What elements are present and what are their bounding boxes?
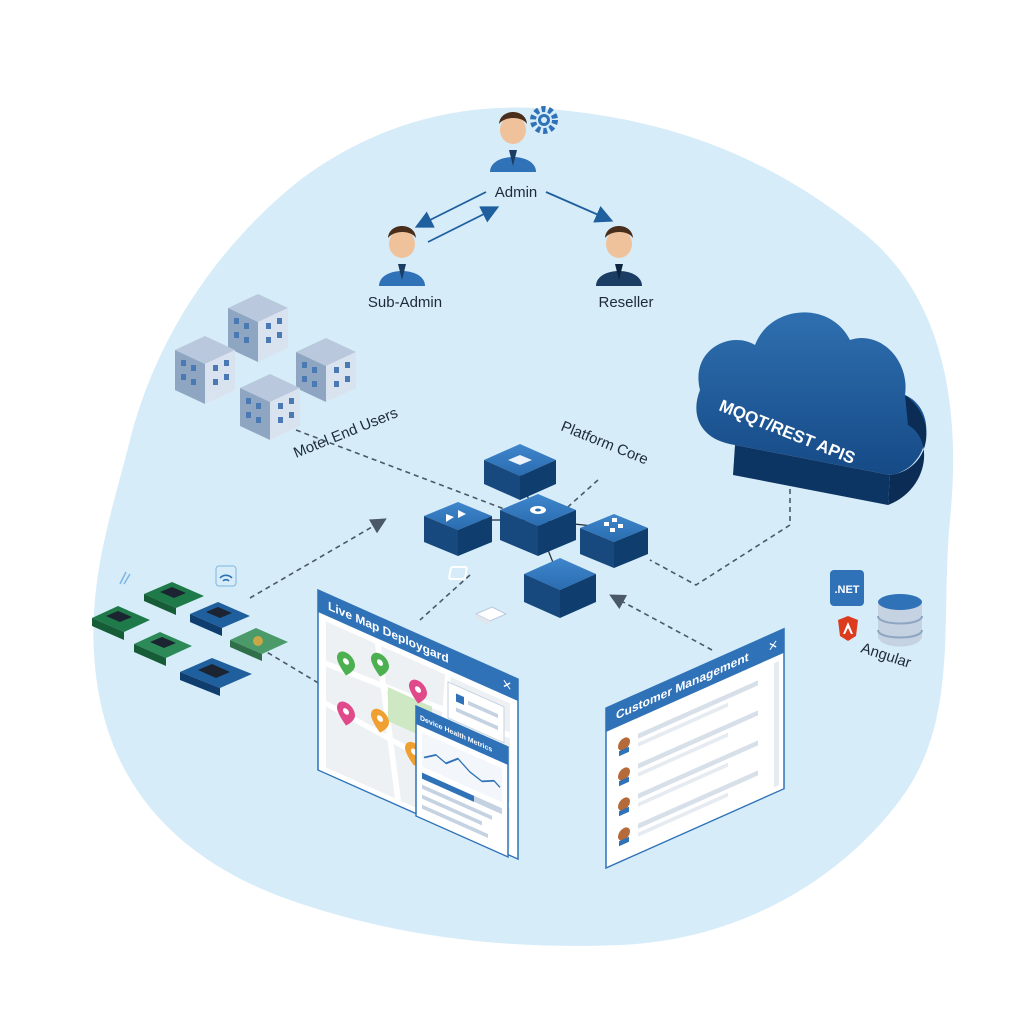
admin-person-icon bbox=[490, 112, 536, 172]
sub-admin-person-icon bbox=[379, 226, 425, 286]
motel-to-core-line bbox=[295, 429, 521, 516]
metrics-row bbox=[422, 794, 482, 826]
customer-row[interactable] bbox=[618, 738, 758, 817]
iot-devices-icon bbox=[92, 565, 288, 696]
angular-icon bbox=[838, 616, 858, 641]
core-module-right bbox=[580, 514, 648, 568]
device-health-title-bar bbox=[416, 706, 508, 765]
motel-buildings-icon bbox=[175, 294, 356, 440]
sub-admin-label: Sub-Admin bbox=[368, 294, 442, 311]
dotnet-label: .NET bbox=[834, 584, 859, 596]
reseller-person-icon bbox=[596, 226, 642, 286]
core-module-bottom bbox=[448, 558, 596, 618]
customer-row[interactable] bbox=[618, 768, 758, 847]
reseller-label: Reseller bbox=[598, 294, 653, 311]
devices-to-dashboard-line bbox=[259, 647, 331, 691]
customer-row[interactable] bbox=[618, 678, 758, 757]
customer-row[interactable] bbox=[618, 708, 758, 787]
database-icon bbox=[877, 594, 923, 647]
customer-title-bar bbox=[606, 628, 784, 732]
subadmin-to-admin-arrow bbox=[427, 206, 500, 243]
map-pin-icon[interactable] bbox=[371, 650, 389, 681]
admin-to-subadmin-arrow bbox=[414, 191, 487, 228]
health-line-chart bbox=[422, 732, 502, 803]
map-pin-icon[interactable] bbox=[337, 648, 355, 679]
customer-management-window[interactable]: Customer Management ✕ bbox=[605, 627, 785, 870]
small-connector-chip bbox=[474, 606, 508, 626]
admin-to-reseller-arrow bbox=[545, 191, 614, 223]
live-map-title-bar bbox=[318, 590, 518, 702]
wifi-signal-icon bbox=[215, 565, 237, 587]
map-pin-icon[interactable] bbox=[409, 677, 427, 708]
map-pin-icon[interactable] bbox=[337, 698, 355, 729]
core-to-livemap-line bbox=[419, 574, 471, 621]
map-pin-icon[interactable] bbox=[371, 706, 389, 737]
cloud-icon bbox=[696, 312, 927, 505]
platform-core-cluster bbox=[424, 444, 648, 626]
core-module-left bbox=[424, 502, 492, 556]
cloud-to-core-line bbox=[649, 480, 791, 586]
customer-close-icon[interactable]: ✕ bbox=[768, 637, 778, 655]
devices-to-core-arrow bbox=[249, 518, 387, 599]
metrics-row bbox=[422, 784, 492, 820]
live-map-close-icon[interactable]: ✕ bbox=[502, 676, 512, 694]
gear-icon bbox=[530, 106, 558, 134]
metrics-row bbox=[422, 804, 488, 839]
customer-scrollbar[interactable] bbox=[774, 660, 779, 788]
core-module-center bbox=[500, 494, 576, 556]
core-module-top bbox=[484, 444, 556, 500]
dotnet-icon: .NET bbox=[830, 570, 864, 606]
customer-to-core-arrow bbox=[609, 594, 713, 651]
admin-label: Admin bbox=[495, 184, 538, 201]
